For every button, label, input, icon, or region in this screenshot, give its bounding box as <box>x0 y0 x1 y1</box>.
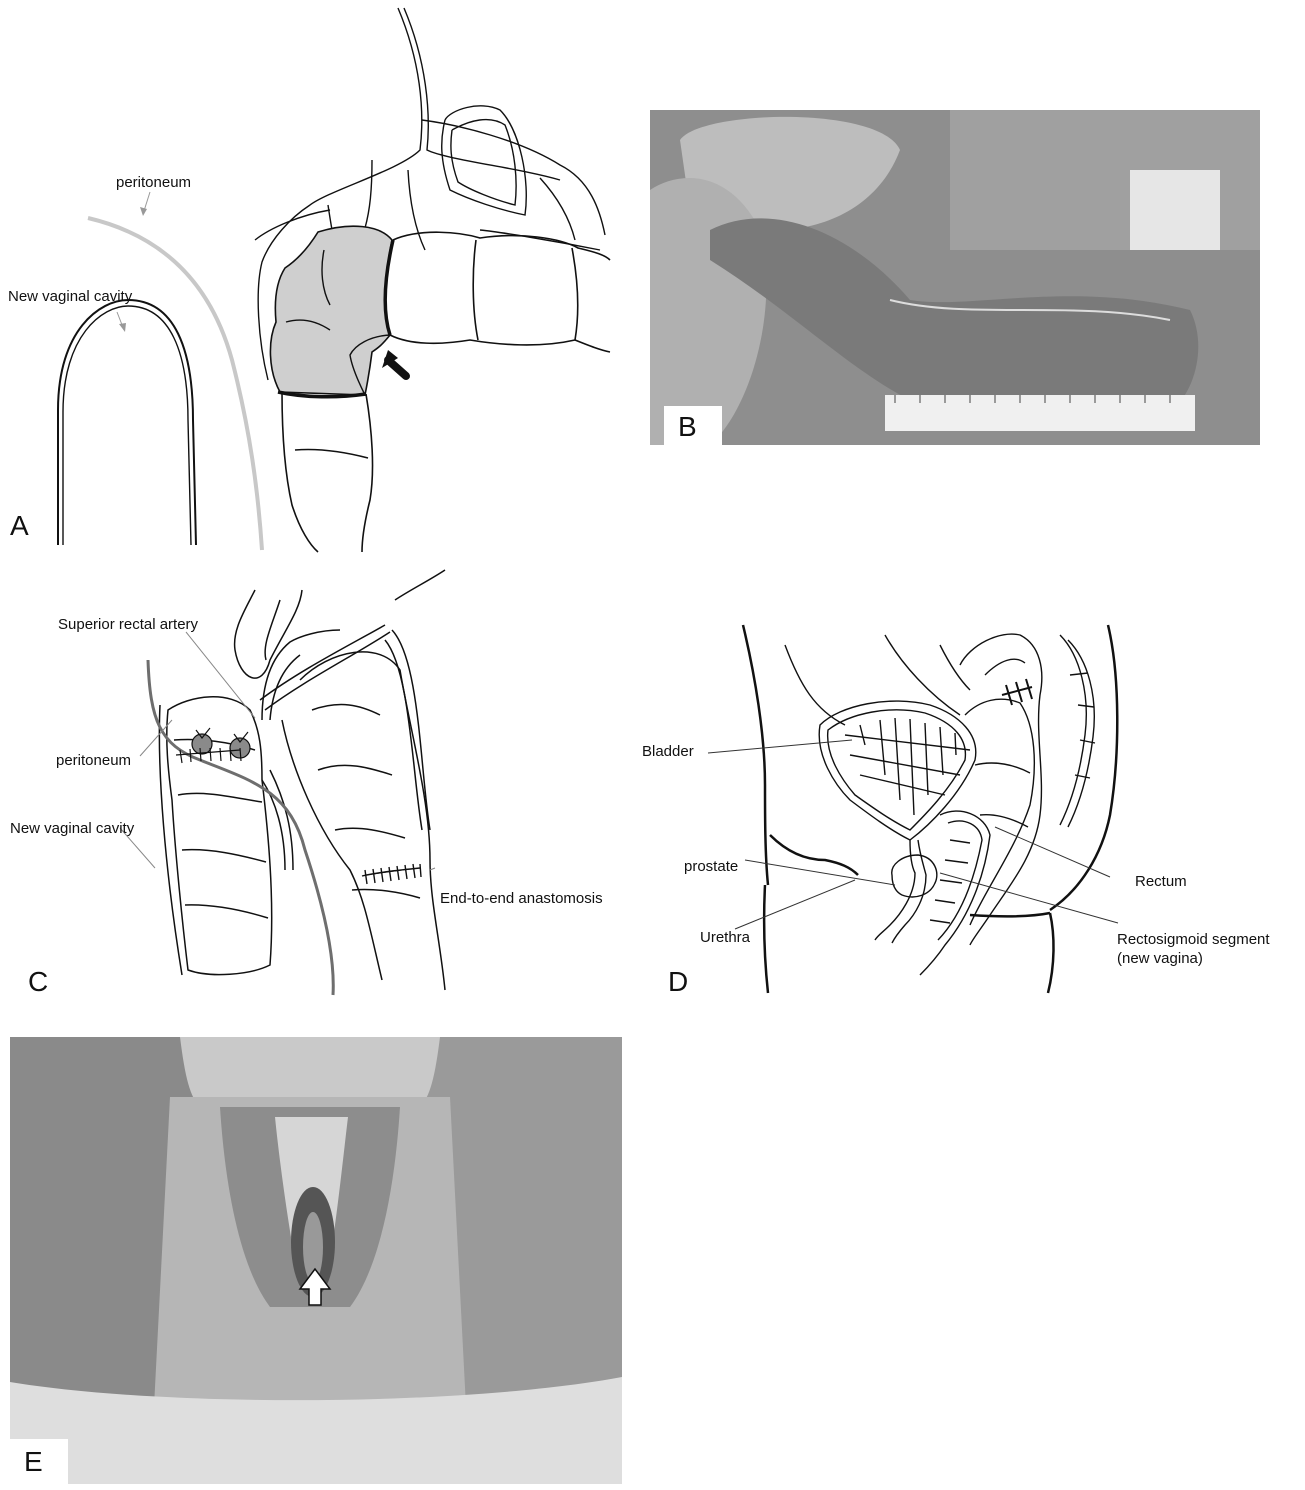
label-prostate: prostate <box>684 858 738 875</box>
label-urethra: Urethra <box>700 929 750 946</box>
panel-letter-d: D <box>668 968 688 996</box>
panel-e-photo: E <box>10 1037 622 1484</box>
peritoneum-line <box>148 660 333 995</box>
label-new-vaginal-cavity-c: New vaginal cavity <box>10 820 134 837</box>
vaginal-cavity-outline <box>58 300 196 545</box>
label-rectum: Rectum <box>1135 873 1187 890</box>
panel-d: Bladder prostate Urethra Rectum Rectosig… <box>640 615 1305 1000</box>
label-end-to-end-anastomosis: End-to-end anastomosis <box>440 890 603 907</box>
perineum-photo <box>10 1037 622 1484</box>
label-peritoneum: peritoneum <box>116 174 191 191</box>
panel-letter-e: E <box>24 1448 43 1476</box>
label-new-vaginal-cavity: New vaginal cavity <box>8 288 132 305</box>
panel-a-illustration <box>0 0 640 560</box>
filled-arrow-icon <box>382 350 406 376</box>
panel-letter-b: B <box>678 413 697 441</box>
label-rectosigmoid-line1: Rectosigmoid segment <box>1117 931 1270 948</box>
resected-segment <box>270 226 392 395</box>
panel-b-photo: B <box>650 110 1260 445</box>
panel-a: peritoneum New vaginal cavity A <box>0 0 640 560</box>
panel-letter-a: A <box>10 512 29 540</box>
colon-specimen-photo <box>650 110 1260 445</box>
panel-c: Superior rectal artery peritoneum New va… <box>0 570 660 1000</box>
label-bladder: Bladder <box>642 743 694 760</box>
label-peritoneum-c: peritoneum <box>56 752 131 769</box>
peritoneum-line <box>88 218 262 550</box>
label-superior-rectal-artery: Superior rectal artery <box>58 616 198 633</box>
panel-c-illustration <box>0 570 660 1000</box>
label-rectosigmoid-line2: (new vagina) <box>1117 950 1203 967</box>
panel-letter-c: C <box>28 968 48 996</box>
